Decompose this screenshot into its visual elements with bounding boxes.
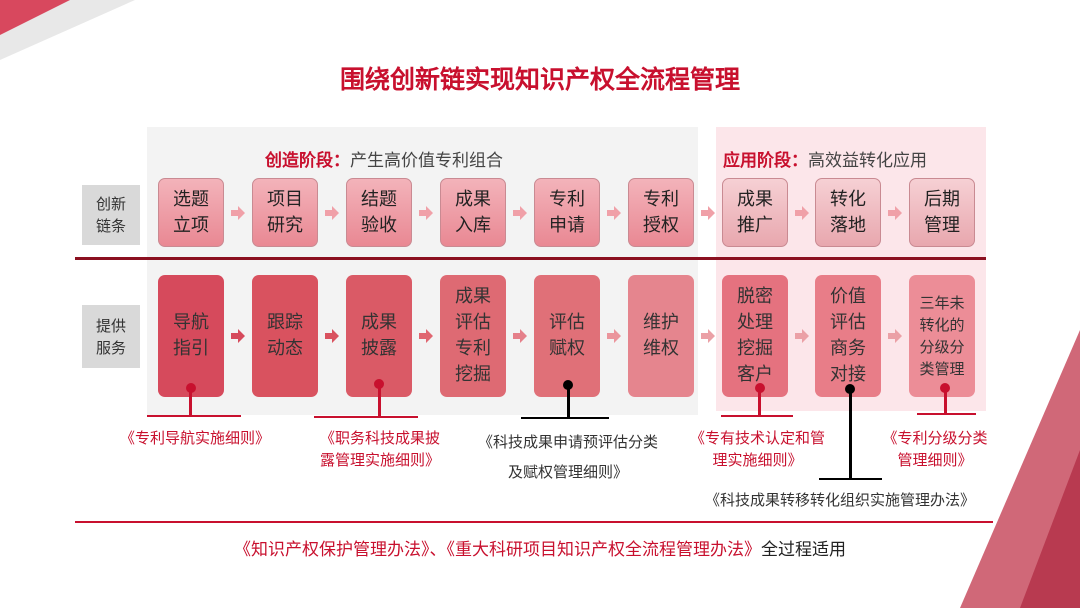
note-disclosure: 《职务科技成果披露管理实施细则》	[319, 429, 440, 469]
note-patent-navigation: 《专利导航实施细则》	[119, 429, 270, 447]
row-label-service: 提供服务	[82, 305, 140, 368]
service-step: 成果评估专利挖掘	[440, 275, 506, 397]
arrow-right-icon	[231, 329, 245, 343]
connector-bar	[147, 415, 241, 417]
arrow-right-icon	[419, 206, 433, 220]
arrow-right-icon	[795, 206, 809, 220]
chain-step: 成果入库	[440, 178, 506, 247]
corner-decoration-bottom	[960, 330, 1080, 608]
service-step: 导航指引	[158, 275, 224, 397]
connector-line	[944, 388, 947, 414]
chain-step: 转化落地	[815, 178, 881, 247]
row-divider	[75, 257, 986, 260]
connector-bar	[819, 478, 882, 480]
arrow-right-icon	[607, 329, 621, 343]
create-stage-panel	[147, 127, 698, 415]
connector-line	[567, 385, 570, 418]
service-step: 评估赋权	[534, 275, 600, 397]
connector-bar	[721, 415, 793, 417]
chain-step: 成果推广	[722, 178, 788, 247]
chain-step: 选题立项	[158, 178, 224, 247]
connector-bar	[917, 413, 976, 415]
arrow-right-icon	[701, 329, 715, 343]
footer-divider	[75, 521, 993, 523]
chain-step: 结题验收	[346, 178, 412, 247]
service-step: 三年未转化的分级分类管理	[909, 275, 975, 397]
create-stage-heading: 创造阶段：产生高价值专利组合	[265, 151, 503, 171]
chain-step: 后期管理	[909, 178, 975, 247]
note-transfer: 《科技成果转移转化组织实施管理办法》	[704, 491, 975, 509]
arrow-right-icon	[419, 329, 433, 343]
arrow-right-icon	[231, 206, 245, 220]
footer-text: 《知识产权保护管理办法》、《重大科研项目知识产权全流程管理办法》全过程适用	[234, 540, 846, 560]
chain-step: 项目研究	[252, 178, 318, 247]
chain-step: 专利申请	[534, 178, 600, 247]
arrow-right-icon	[325, 329, 339, 343]
chain-step: 专利授权	[628, 178, 694, 247]
service-step: 脱密处理挖掘客户	[722, 275, 788, 397]
note-know-how: 《专有技术认定和管理实施细则》	[689, 429, 825, 469]
arrow-right-icon	[888, 206, 902, 220]
arrow-right-icon	[795, 329, 809, 343]
row-label-chain: 创新链条	[82, 185, 140, 245]
service-step: 价值评估商务对接	[815, 275, 881, 397]
connector-bar	[521, 417, 609, 419]
service-step: 跟踪动态	[252, 275, 318, 397]
corner-decoration-top	[0, 0, 135, 60]
arrow-right-icon	[701, 206, 715, 220]
connector-line	[849, 389, 852, 479]
page-title: 围绕创新链实现知识产权全流程管理	[339, 65, 740, 94]
service-step: 维护维权	[628, 275, 694, 397]
arrow-right-icon	[325, 206, 339, 220]
service-step: 成果披露	[346, 275, 412, 397]
note-pre-evaluation: 《科技成果申请预评估分类及赋权管理细则》	[478, 433, 659, 481]
connector-line	[758, 388, 761, 416]
apply-stage-heading: 应用阶段：高效益转化应用	[723, 151, 927, 171]
connector-bar	[314, 416, 418, 418]
arrow-right-icon	[888, 329, 902, 343]
arrow-right-icon	[513, 329, 527, 343]
connector-line	[378, 384, 381, 416]
arrow-right-icon	[607, 206, 621, 220]
arrow-right-icon	[513, 206, 527, 220]
note-patent-grading: 《专利分级分类管理细则》	[882, 429, 988, 469]
connector-line	[189, 388, 192, 416]
